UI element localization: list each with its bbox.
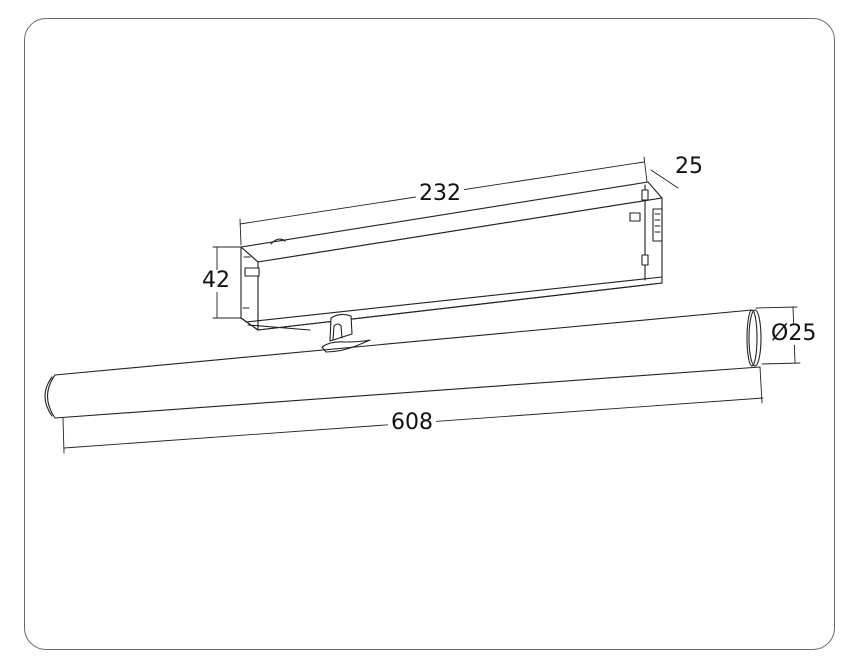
dimension-608-label: 608 [388,412,436,434]
driver-box [240,181,663,331]
dimension-42-label: 42 [199,270,233,292]
dimension-232-label: 232 [416,183,464,205]
tube-lamp [44,309,762,419]
drawing-frame [24,18,835,650]
dimension-25-depth-label: 25 [672,156,706,178]
dimension-diameter-label: Ø25 [768,323,820,345]
